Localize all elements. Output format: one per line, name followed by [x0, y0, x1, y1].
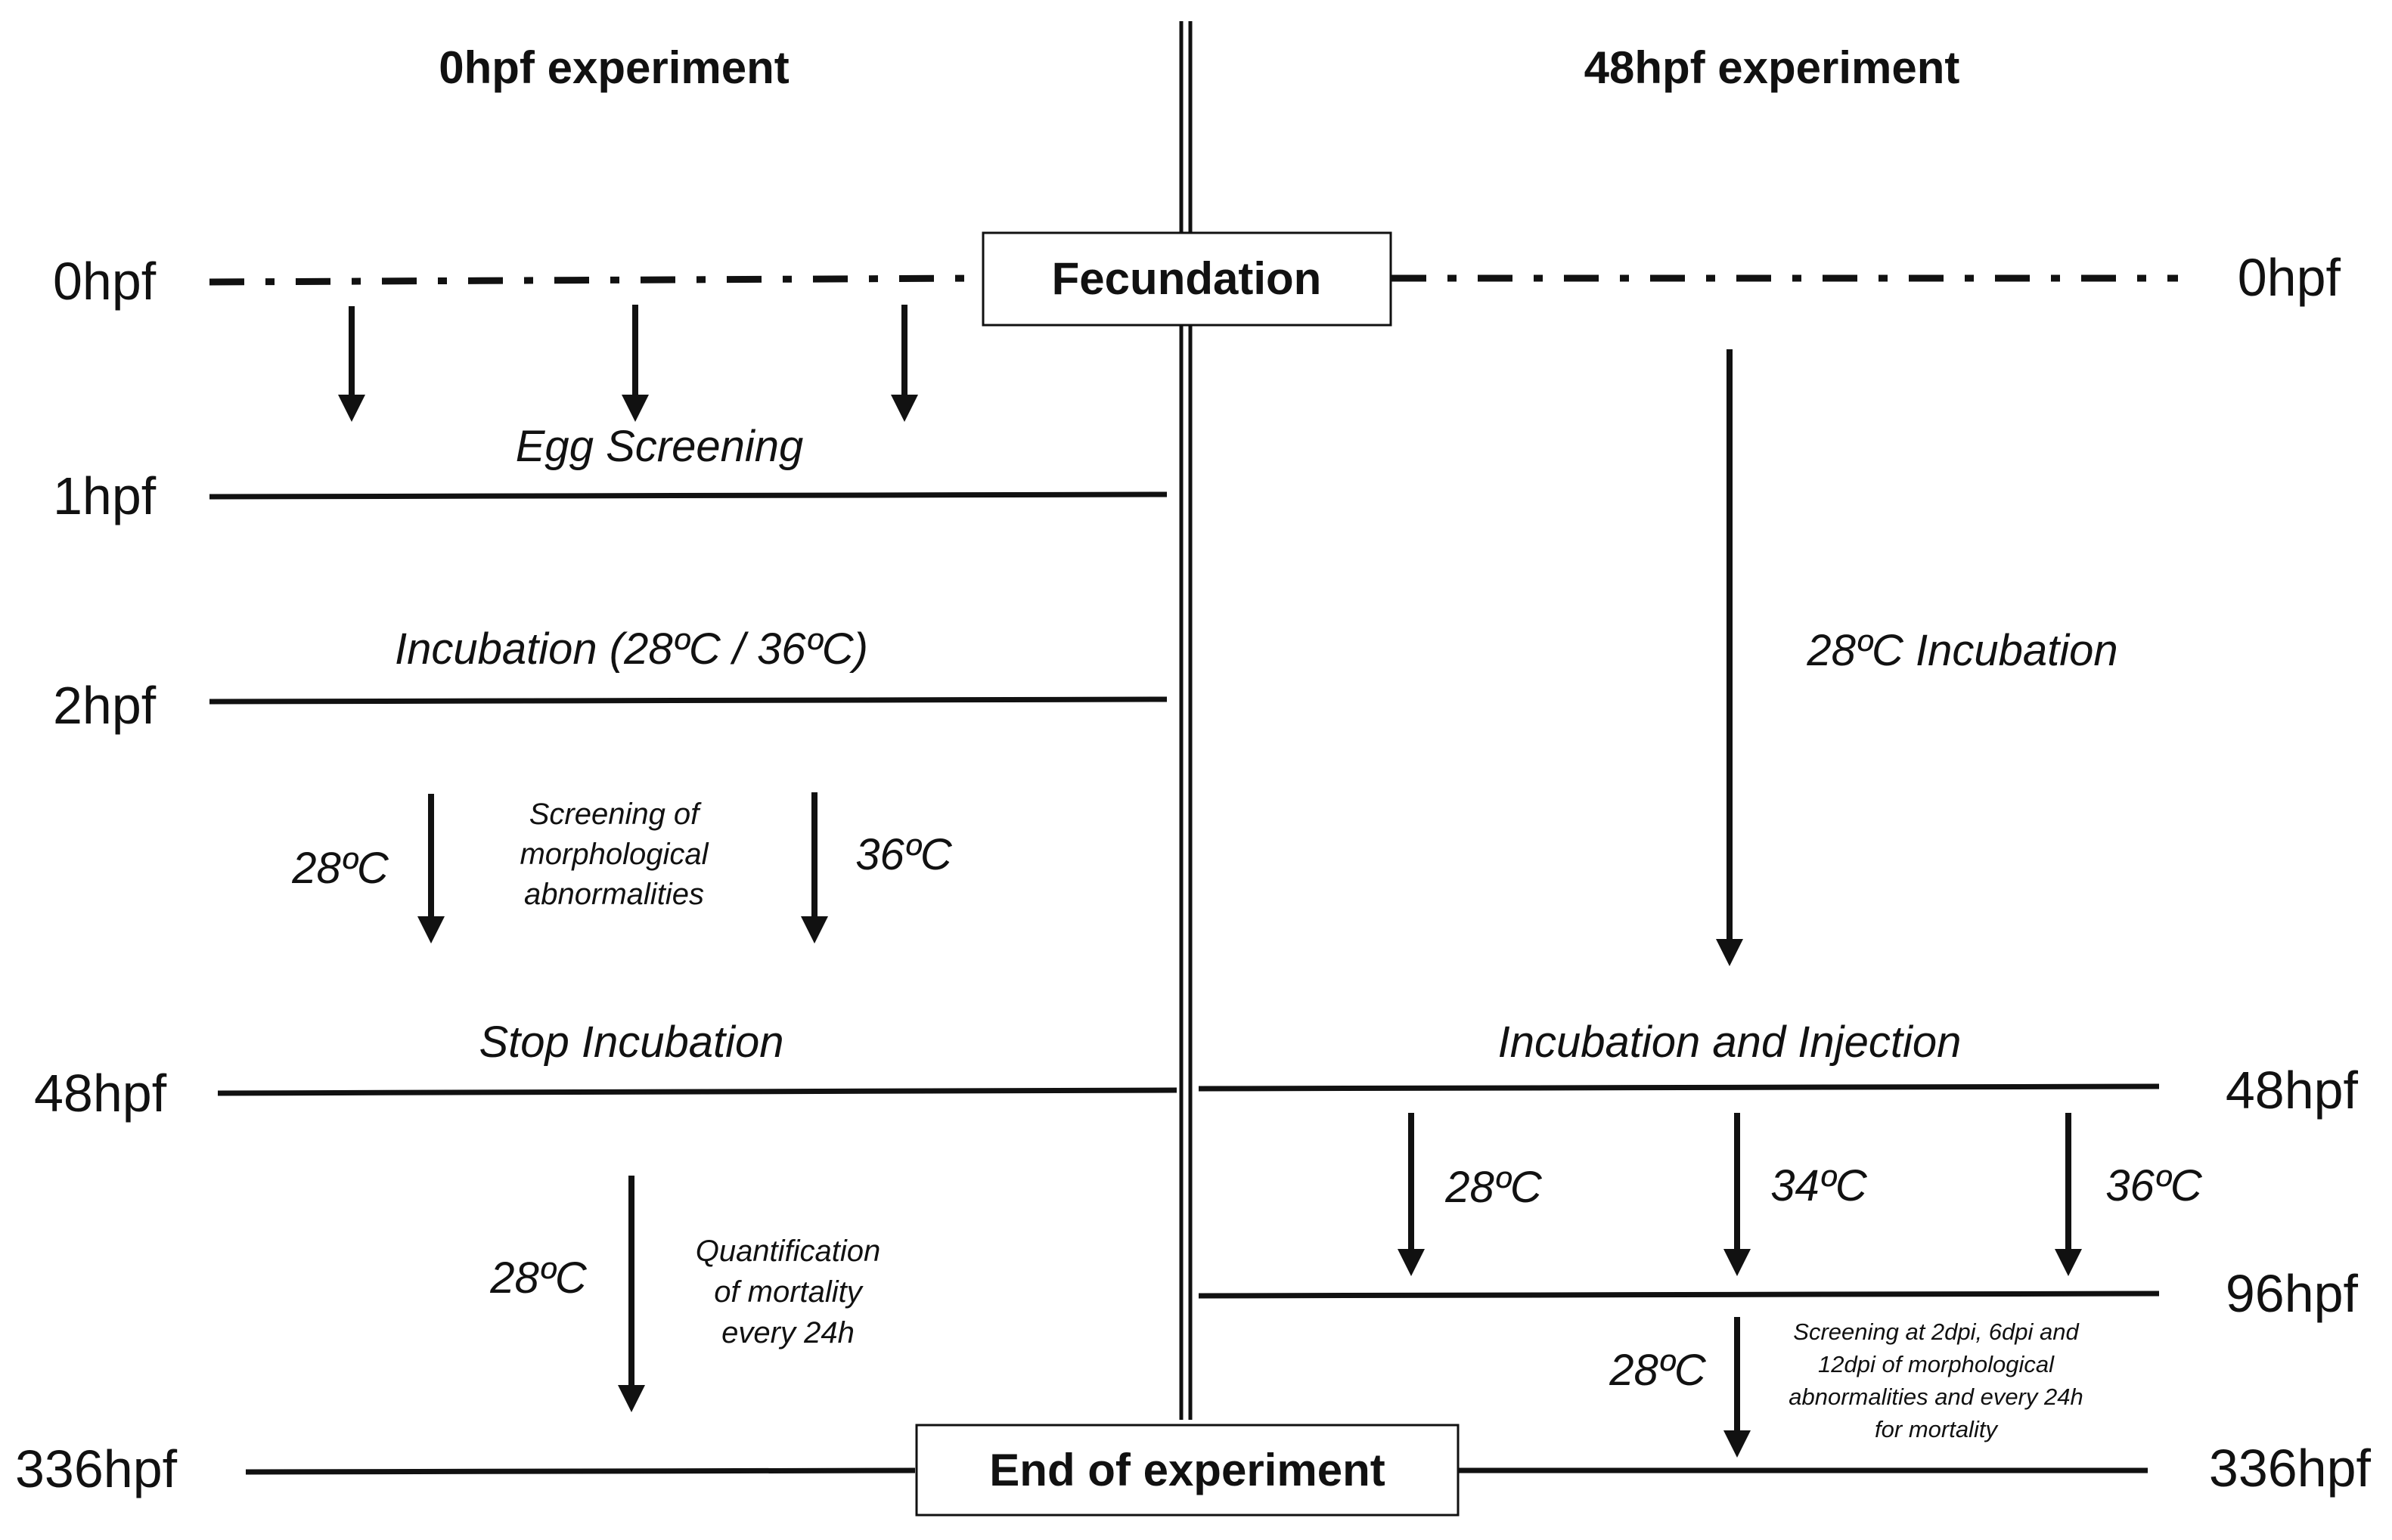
left-time-336hpf: 336hpf [15, 1439, 178, 1498]
right-temp-36c: 36ºC [2105, 1161, 2203, 1210]
left-0hpf-dashline [209, 274, 982, 286]
right-48hpf-line [1198, 1083, 2160, 1092]
left-time-48hpf: 48hpf [34, 1064, 167, 1123]
left-screening-note-line2: morphological [520, 838, 709, 871]
left-phase-stop-incubation: Stop Incubation [479, 1018, 783, 1067]
right-experiment-title: 48hpf experiment [1584, 42, 1960, 93]
right-96hpf-line [1198, 1291, 2160, 1299]
right-temp-28c: 28ºC [1444, 1163, 1543, 1212]
fecundation-label: Fecundation [1052, 253, 1322, 304]
right-time-0hpf: 0hpf [2238, 248, 2341, 307]
left-temp-28c: 28ºC [291, 844, 389, 893]
right-time-48hpf: 48hpf [2226, 1061, 2359, 1120]
left-mortality-note-line3: every 24h [721, 1316, 855, 1349]
left-temp-36c: 36ºC [855, 830, 953, 879]
fecundation-box [982, 231, 1392, 327]
left-mortality-note-line2: of mortality [714, 1275, 864, 1309]
end-of-experiment-label: End of experiment [989, 1445, 1385, 1495]
left-screening-note-line1: Screening of [529, 798, 702, 831]
right-screening-note-line4: for mortality [1875, 1416, 1999, 1442]
left-phase-incubation: Incubation (28ºC / 36ºC) [395, 624, 868, 674]
right-time-96hpf: 96hpf [2226, 1264, 2359, 1323]
left-mortality-note-line1: Quantification [696, 1235, 881, 1268]
left-48hpf-line [217, 1087, 1177, 1096]
left-time-2hpf: 2hpf [53, 676, 157, 735]
left-1hpf-line [209, 491, 1168, 500]
right-screening-note-line2: 12dpi of morphological [1818, 1351, 2055, 1377]
right-phase-28c-incubation: 28ºC Incubation [1806, 626, 2117, 675]
left-336hpf-line [245, 1467, 916, 1475]
left-experiment-title: 0hpf experiment [439, 42, 789, 93]
right-temp-28c-late: 28ºC [1609, 1346, 1707, 1395]
right-screening-note-line3: abnormalities and every 24h [1789, 1384, 2083, 1410]
end-of-experiment-box [915, 1424, 1460, 1517]
right-phase-incubation-injection: Incubation and Injection [1498, 1018, 1962, 1067]
right-temp-34c: 34ºC [1770, 1161, 1868, 1210]
left-phase-egg-screening: Egg Screening [516, 422, 803, 471]
left-time-1hpf: 1hpf [53, 466, 157, 525]
left-screening-note-line3: abnormalities [524, 878, 704, 911]
right-time-336hpf: 336hpf [2209, 1439, 2372, 1498]
left-time-0hpf: 0hpf [53, 252, 157, 311]
left-temp-28c-late: 28ºC [489, 1253, 588, 1303]
left-2hpf-line [209, 696, 1168, 705]
right-screening-note-line1: Screening at 2dpi, 6dpi and [1793, 1318, 2080, 1345]
